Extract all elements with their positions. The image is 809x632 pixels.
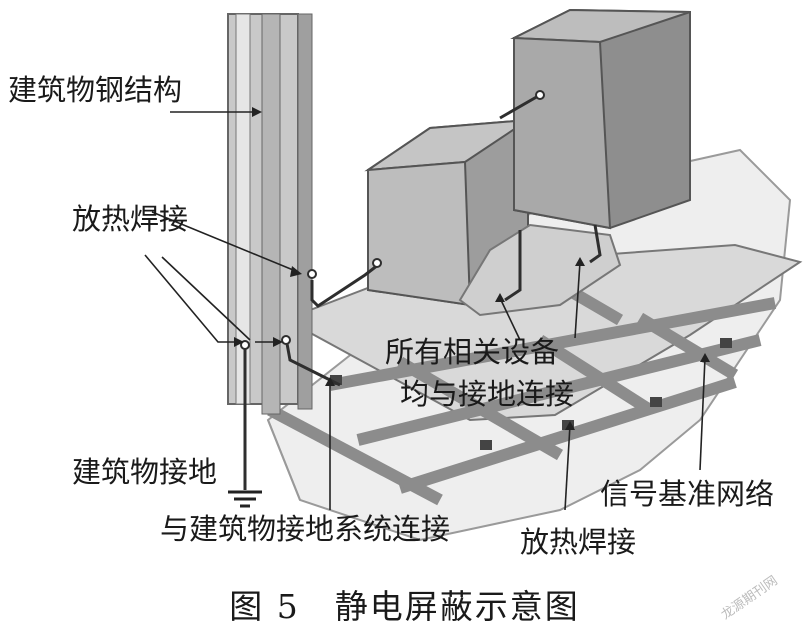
ground-conductors xyxy=(243,93,602,490)
label-signal-reference-grid: 信号基准网络 xyxy=(600,477,775,511)
equipment-cabinet-large xyxy=(510,8,691,230)
label-connect-building-ground-system: 与建筑物接地系统连接 xyxy=(160,512,451,546)
steel-column xyxy=(227,13,313,415)
callout-arrows xyxy=(234,107,710,430)
label-exothermic-weld-bottom: 放热焊接 xyxy=(520,525,637,559)
label-steel-structure: 建筑物钢结构 xyxy=(8,73,183,107)
figure-caption: 图 5 静电屏蔽示意图 xyxy=(229,587,580,626)
label-equipment-connected-line2: 均与接地连接 xyxy=(400,377,575,411)
weld-markers xyxy=(240,90,545,350)
label-building-ground: 建筑物接地 xyxy=(72,455,218,489)
floor-cutout xyxy=(458,223,622,317)
callout-leaders xyxy=(144,111,706,511)
label-exothermic-weld-top: 放热焊接 xyxy=(72,202,189,236)
ground-symbol-icon xyxy=(228,490,262,508)
label-equipment-connected-line1: 所有相关设备 xyxy=(385,335,560,369)
